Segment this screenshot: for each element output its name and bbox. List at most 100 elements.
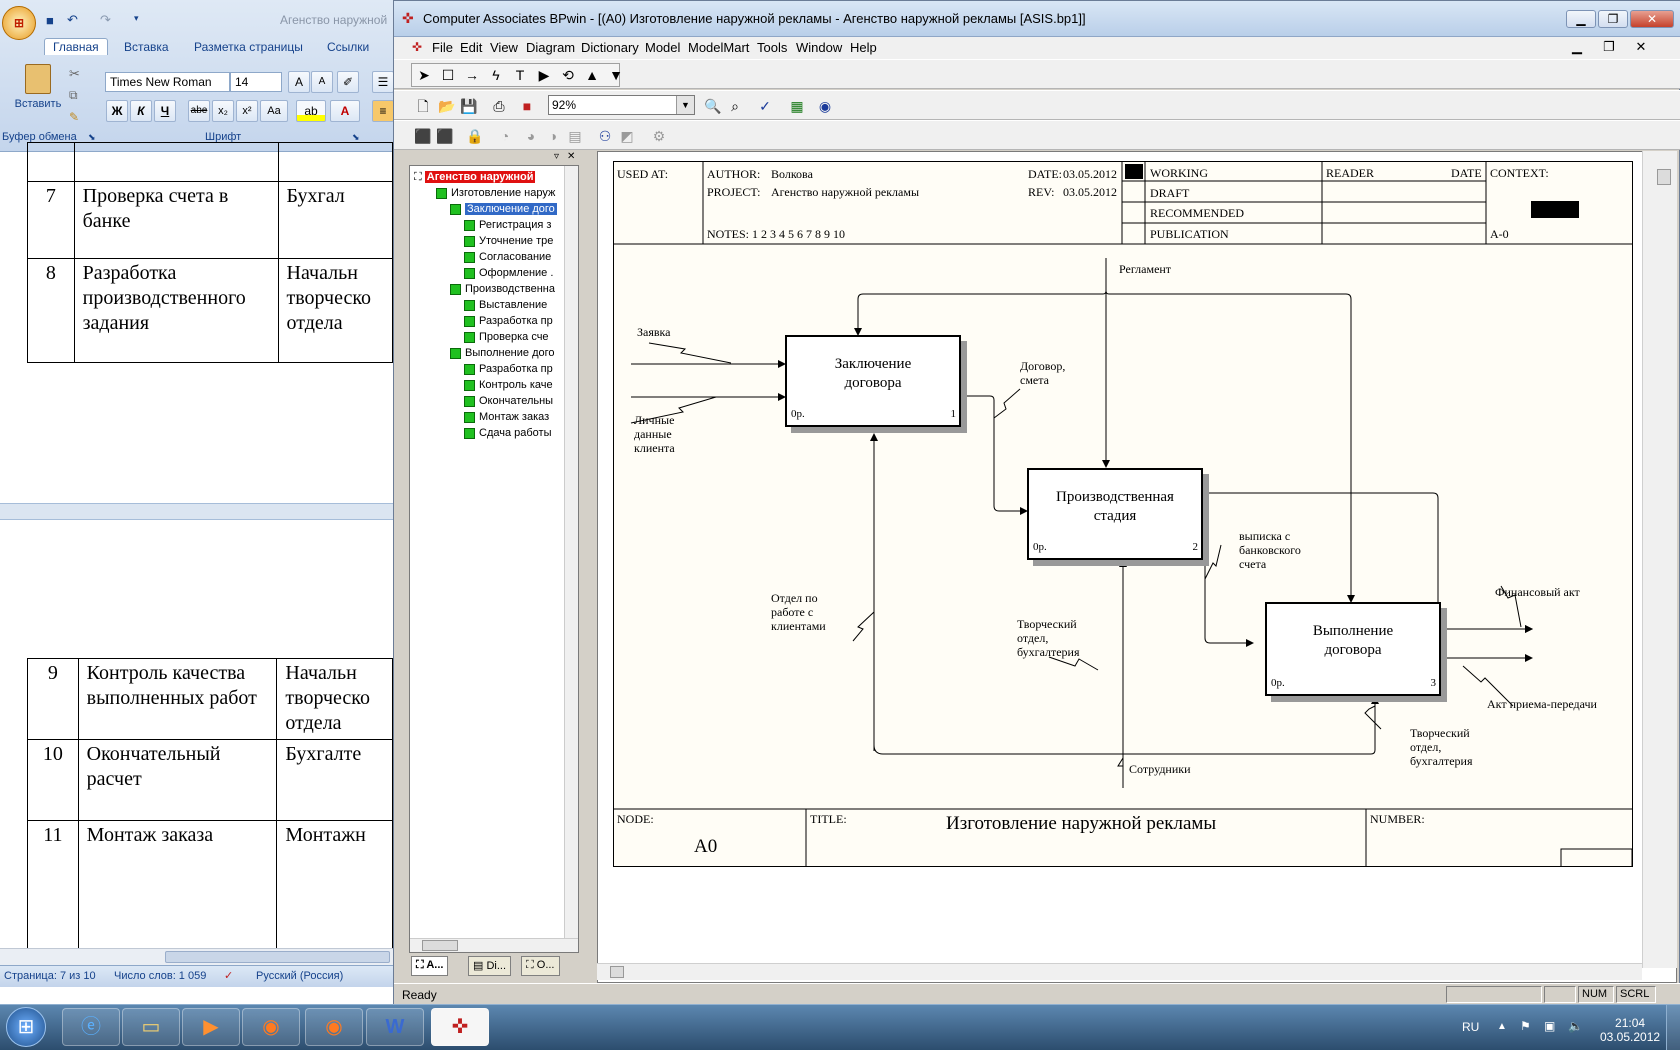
tree-node[interactable]: Разработка пр bbox=[464, 362, 553, 376]
show-desktop-button[interactable] bbox=[1666, 1005, 1680, 1050]
tree-node[interactable]: Заключение дого bbox=[450, 202, 557, 216]
canvas-vertical-scrollbar[interactable] bbox=[1642, 151, 1677, 968]
go-to-sibling-up-icon[interactable]: ▲ bbox=[585, 67, 599, 83]
grow-font-button[interactable]: A bbox=[288, 71, 310, 93]
maximize-button[interactable]: ❐ bbox=[1598, 10, 1628, 28]
status-words[interactable]: Число слов: 1 059 bbox=[114, 970, 207, 982]
status-language[interactable]: Русский (Россия) bbox=[256, 970, 344, 982]
taskbar-firefox-2-icon[interactable]: ◉ bbox=[305, 1008, 363, 1046]
explorer-close-icon[interactable]: ✕ bbox=[567, 151, 576, 162]
tray-clock[interactable]: 21:04 03.05.2012 bbox=[1600, 1016, 1660, 1044]
tree-node[interactable]: Оформление . bbox=[464, 266, 553, 280]
explorer-hscroll[interactable] bbox=[410, 938, 578, 952]
menu-view[interactable]: View bbox=[490, 40, 518, 55]
tab-home[interactable]: Главная bbox=[44, 38, 108, 55]
box-tool-icon[interactable]: ☐ bbox=[441, 67, 455, 83]
word-document[interactable]: 7 Проверка счета в банке Бухгал 8 Разраб… bbox=[0, 142, 393, 952]
tree-node[interactable]: Уточнение тре bbox=[464, 234, 553, 248]
tray-volume-icon[interactable]: 🔈 bbox=[1568, 1019, 1583, 1033]
arrow-label[interactable]: Творческий отдел, бухгалтерия bbox=[1017, 617, 1080, 659]
mdi-minimize-button[interactable]: ▁ bbox=[1572, 39, 1582, 54]
tree-node[interactable]: Окончательны bbox=[464, 394, 553, 408]
tab-page-layout[interactable]: Разметка страницы bbox=[194, 40, 303, 54]
tray-flag-icon[interactable]: ⚑ bbox=[1520, 1019, 1531, 1033]
taskbar-firefox-icon[interactable]: ◉ bbox=[242, 1008, 300, 1046]
menu-diagram[interactable]: Diagram bbox=[526, 40, 576, 55]
activity-box[interactable]: Заключение договора 0р. 1 bbox=[785, 335, 961, 427]
tree-node[interactable]: Производственна bbox=[450, 282, 555, 296]
office-button[interactable]: ⊞ bbox=[2, 6, 36, 40]
menu-tools[interactable]: Tools bbox=[757, 40, 788, 55]
arrow-label[interactable]: выписка с банковского счета bbox=[1239, 529, 1301, 571]
start-orb[interactable]: ⊞ bbox=[6, 1007, 46, 1047]
mm-options-icon[interactable]: ⚙ bbox=[652, 128, 666, 144]
font-name-combo[interactable]: Times New Roman bbox=[105, 72, 230, 92]
mm-merge-icon[interactable]: ◑ bbox=[548, 128, 558, 144]
customize-qat-icon[interactable]: ▾ bbox=[134, 13, 139, 23]
tree-node[interactable]: Выставление bbox=[464, 298, 547, 312]
font-launcher-icon[interactable]: ⬊ bbox=[352, 132, 360, 142]
status-page[interactable]: Страница: 7 из 10 bbox=[4, 970, 96, 982]
arrow-label[interactable]: Творческий отдел, бухгалтерия bbox=[1410, 726, 1473, 768]
tree-node[interactable]: Монтаж заказ bbox=[464, 410, 549, 424]
clear-format-button[interactable]: ✐ bbox=[337, 71, 359, 93]
mdi-restore-button[interactable]: ❐ bbox=[1603, 39, 1615, 54]
font-size-combo[interactable]: 14 bbox=[230, 72, 282, 92]
subscript-button[interactable]: x₂ bbox=[212, 100, 234, 122]
bullets-button[interactable]: ☰ bbox=[372, 71, 393, 93]
strikethrough-button[interactable]: abe bbox=[188, 100, 210, 122]
arrow-label[interactable]: Акт приема-передачи bbox=[1487, 697, 1597, 711]
scroll-thumb[interactable] bbox=[422, 940, 458, 951]
taskbar-media-icon[interactable]: ▶ bbox=[182, 1008, 240, 1046]
menu-dictionary[interactable]: Dictionary bbox=[581, 40, 639, 55]
spell-check-icon[interactable]: ✓ bbox=[759, 98, 771, 114]
text-tool-icon[interactable]: T bbox=[515, 67, 525, 83]
tree-node[interactable]: Согласование bbox=[464, 250, 551, 264]
mm-users-icon[interactable]: ⚇ bbox=[598, 128, 612, 144]
modelmart-icon[interactable]: ◉ bbox=[818, 98, 832, 114]
tab-diagrams[interactable]: ▤ Di... bbox=[468, 956, 512, 976]
italic-button[interactable]: К bbox=[130, 100, 152, 122]
taskbar-ie-icon[interactable]: ⓔ bbox=[62, 1008, 120, 1046]
arrow-label[interactable]: Регламент bbox=[1119, 262, 1172, 276]
close-button[interactable]: ✕ bbox=[1630, 10, 1674, 28]
tab-objects[interactable]: ⛶ O... bbox=[521, 956, 560, 976]
tray-network-icon[interactable]: ▣ bbox=[1544, 1019, 1556, 1033]
menu-window[interactable]: Window bbox=[796, 40, 843, 55]
bold-button[interactable]: Ж bbox=[106, 100, 128, 122]
menu-file[interactable]: File bbox=[432, 40, 453, 55]
menu-help[interactable]: Help bbox=[850, 40, 877, 55]
tab-references[interactable]: Ссылки bbox=[327, 40, 370, 54]
arrow-tool-icon[interactable]: → bbox=[465, 67, 479, 83]
font-color-button[interactable]: A bbox=[330, 100, 360, 122]
superscript-button[interactable]: x² bbox=[236, 100, 258, 122]
mm-lock-icon[interactable]: 🔒 bbox=[466, 128, 484, 144]
arrow-label[interactable]: Заявка bbox=[637, 325, 671, 339]
model-explorer-icon[interactable]: ▦ bbox=[790, 98, 804, 114]
tree-node[interactable]: Разработка пр bbox=[464, 314, 553, 328]
undo-icon[interactable]: ↶ bbox=[67, 12, 78, 27]
go-to-child-icon[interactable]: ▶ bbox=[538, 67, 550, 83]
canvas-horizontal-scrollbar[interactable] bbox=[597, 963, 1642, 980]
mm-grid-icon[interactable]: ▤ bbox=[568, 128, 582, 144]
open-icon[interactable]: 📂 bbox=[438, 98, 456, 114]
scroll-thumb[interactable] bbox=[610, 966, 624, 978]
tree-node[interactable]: ⛶ Агенство наружной bbox=[414, 170, 536, 184]
tree-node[interactable]: Проверка сче bbox=[464, 330, 549, 344]
underline-button[interactable]: Ч bbox=[154, 100, 176, 122]
taskbar-bpwin-icon[interactable]: ✜ bbox=[431, 1008, 489, 1046]
scroll-thumb[interactable] bbox=[165, 951, 390, 963]
shrink-font-button[interactable]: A bbox=[311, 71, 333, 93]
menu-model[interactable]: Model bbox=[645, 40, 681, 55]
arrow-label[interactable]: Сотрудники bbox=[1129, 762, 1191, 776]
mm-disconnect-icon[interactable]: ⬛ bbox=[436, 128, 454, 144]
arrow-label[interactable]: Отдел по работе с клиентами bbox=[771, 591, 826, 633]
tree-node[interactable]: Изготовление наруж bbox=[436, 186, 555, 200]
activity-box[interactable]: Выполнение договора 0р. 3 bbox=[1265, 602, 1441, 696]
tree-node[interactable]: Сдача работы bbox=[464, 426, 552, 440]
cut-icon[interactable]: ✂ bbox=[69, 66, 80, 81]
mm-report-icon[interactable]: ◩ bbox=[620, 128, 634, 144]
taskbar-explorer-icon[interactable]: ▭ bbox=[122, 1008, 180, 1046]
scroll-thumb[interactable] bbox=[1657, 169, 1671, 185]
